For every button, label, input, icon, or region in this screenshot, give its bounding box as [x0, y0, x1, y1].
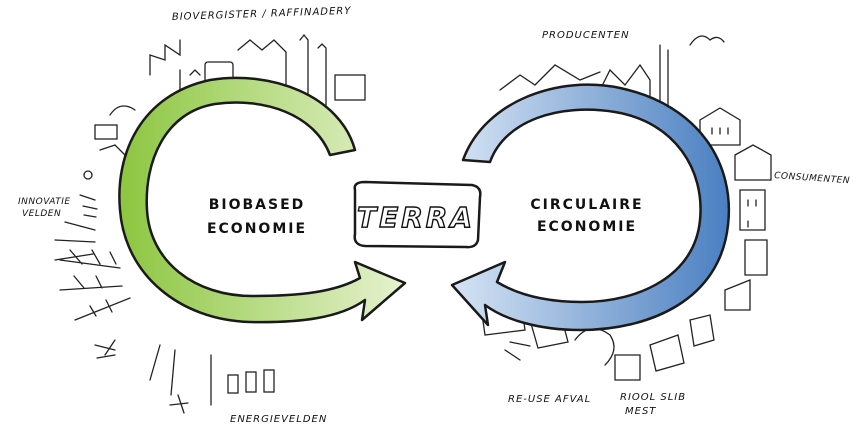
biobased-title-line1: BIOBASED: [209, 197, 306, 213]
label-rioolslib-line2: MEST: [625, 406, 656, 417]
right-scenery-sketch: [479, 35, 772, 381]
label-rioolslib-line1: RIOOL SLIB: [620, 392, 686, 403]
left-scenery-sketch: [54, 33, 366, 414]
terra-center: TERRA: [353, 180, 482, 249]
label-reuse-afval: RE-USE AFVAL: [508, 394, 591, 405]
label-biovergister: BIOVERGISTER / RAFFINADERY: [172, 6, 352, 23]
terra-label: TERRA: [357, 201, 475, 234]
biobased-loop: [118, 76, 407, 324]
terra-bubble: [353, 180, 482, 249]
circulair-loop: [450, 83, 731, 332]
biobased-title-line2: ECONOMIE: [207, 221, 307, 237]
label-consumenten: CONSUMENTEN: [774, 171, 851, 186]
biobased-loop-arrow-band: [118, 76, 407, 324]
label-innovatie-line1: INNOVATIE: [18, 197, 71, 207]
circulair-title-line2: ECONOMIE: [537, 219, 637, 235]
circulair-title-line1: CIRCULAIRE: [530, 197, 643, 213]
label-innovatie-line2: VELDEN: [22, 209, 61, 219]
label-energievelden: ENERGIEVELDEN: [230, 414, 327, 425]
circulair-loop-arrow-band: [450, 83, 731, 332]
label-producenten: PRODUCENTEN: [542, 30, 630, 41]
